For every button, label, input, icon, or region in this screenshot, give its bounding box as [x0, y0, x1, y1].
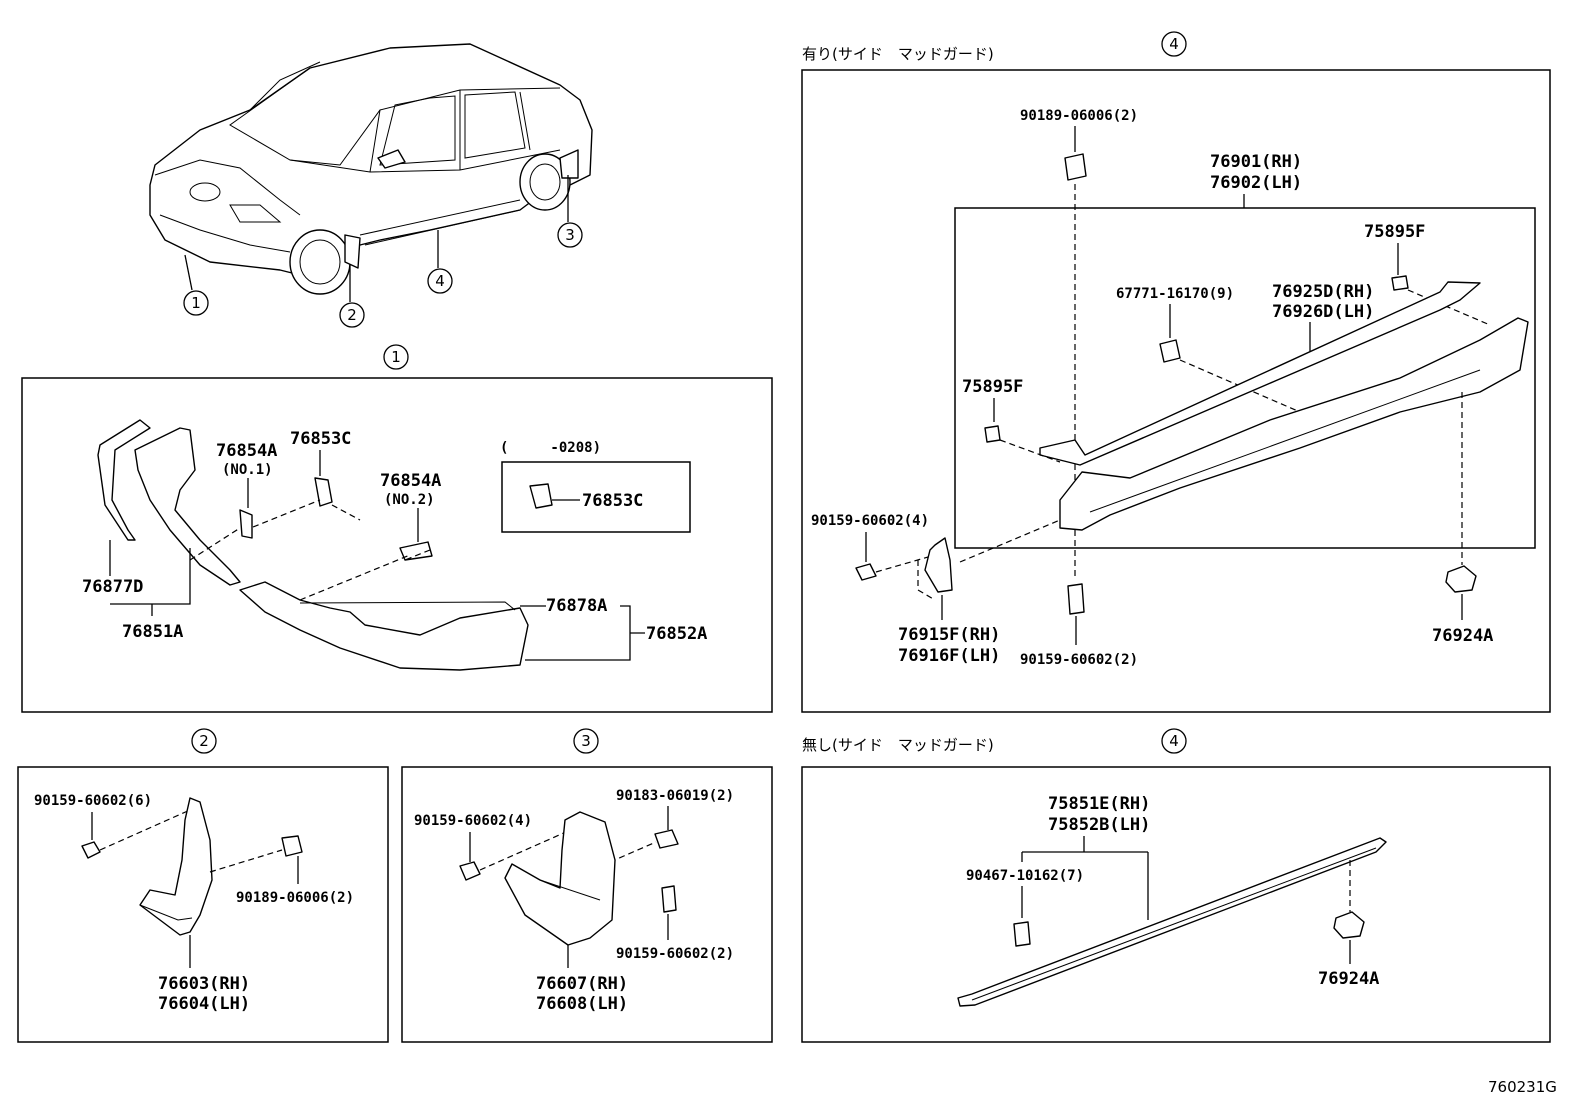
- section-4a-header: 4: [1161, 31, 1187, 57]
- section-4b-header: 4: [1161, 728, 1187, 754]
- label-76924A-4b: 76924A: [1318, 969, 1379, 989]
- part-76851A-illustration: [134, 427, 241, 586]
- label-76916FLH: 76916F(LH): [898, 646, 1000, 666]
- label-76853C: 76853C: [290, 429, 351, 449]
- inset-range-label: ( -0208): [500, 440, 601, 456]
- label-76608LH: 76608(LH): [536, 994, 628, 1014]
- label-76854A-no1: 76854A: [216, 441, 277, 461]
- car-callout-4: 4: [427, 268, 453, 294]
- label-76851A: 76851A: [122, 622, 183, 642]
- panel-4a-frame: [801, 69, 1551, 713]
- bolt2-icon-panel3: [661, 885, 677, 913]
- label-4a-bolt-left: 90159-60602(4): [811, 513, 929, 529]
- inner-frame-4a: [954, 207, 1536, 549]
- svg-text:1: 1: [191, 294, 201, 312]
- label-panel2-bolt: 90159-60602(6): [34, 793, 152, 809]
- mudflap-76603-illustration: [139, 797, 213, 936]
- mudflap-76607-illustration: [504, 811, 616, 946]
- label-76607RH: 76607(RH): [536, 974, 628, 994]
- car-callout-3: 3: [557, 222, 583, 248]
- label-panel3-bolt: 90159-60602(4): [414, 813, 532, 829]
- label-76854A-no2-note: (NO.2): [384, 492, 435, 508]
- panel-2-frame: [17, 766, 389, 1043]
- car-overview-illustration: [149, 43, 593, 302]
- label-76604LH: 76604(LH): [158, 994, 250, 1014]
- label-76902LH: 76902(LH): [1210, 173, 1302, 193]
- label-panel2-clip: 90189-06006(2): [236, 890, 354, 906]
- svg-text:2: 2: [347, 306, 357, 324]
- label-76852A: 76852A: [646, 624, 707, 644]
- nut-icon-4b: [1333, 911, 1365, 939]
- inset-frame: [501, 461, 691, 533]
- part-76852A-illustration: [239, 581, 529, 671]
- svg-text:4: 4: [1169, 35, 1179, 53]
- label-76915FRH: 76915F(RH): [898, 625, 1000, 645]
- svg-text:3: 3: [565, 226, 575, 244]
- svg-text:4: 4: [1169, 732, 1179, 750]
- section-3-header: 3: [573, 728, 599, 754]
- bolt-icon: [81, 841, 101, 859]
- svg-text:1: 1: [391, 348, 401, 366]
- section-4b-label: 無し(サイド マッドガード): [802, 736, 994, 754]
- svg-text:2: 2: [199, 732, 209, 750]
- label-75895F-top: 75895F: [1364, 222, 1425, 242]
- moulding-76925D-illustration: [1039, 281, 1481, 466]
- clip-icon-4a-mid: [1159, 339, 1181, 363]
- part-76877D-illustration: [97, 419, 151, 541]
- sill-strip-75851E-illustration: [957, 837, 1387, 1007]
- side-skirt-76901-illustration: [1059, 317, 1529, 531]
- label-76925DRH: 76925D(RH): [1272, 282, 1374, 302]
- label-76854A-no2: 76854A: [380, 471, 441, 491]
- label-76878A: 76878A: [546, 596, 607, 616]
- nut-icon-4a: [1445, 565, 1477, 593]
- label-75851ERH: 75851E(RH): [1048, 794, 1150, 814]
- svg-text:3: 3: [581, 732, 591, 750]
- label-75852BLH: 75852B(LH): [1048, 815, 1150, 835]
- label-panel3-nut: 90183-06019(2): [616, 788, 734, 804]
- label-4a-clip-mid: 67771-16170(9): [1116, 286, 1234, 302]
- label-76924A-4a: 76924A: [1432, 626, 1493, 646]
- svg-text:4: 4: [435, 272, 445, 290]
- clip-icon-4a: [1064, 153, 1087, 181]
- label-panel3-bolt2: 90159-60602(2): [616, 946, 734, 962]
- section-2-header: 2: [191, 728, 217, 754]
- label-4a-clip-top: 90189-06006(2): [1020, 108, 1138, 124]
- section-1-header: 1: [383, 344, 409, 370]
- label-76603RH: 76603(RH): [158, 974, 250, 994]
- bolt-icon-4a: [855, 563, 877, 581]
- bolt-icon-panel3: [459, 861, 481, 881]
- panel-4b-frame: [801, 766, 1551, 1043]
- label-76854A-no1-note: (NO.1): [222, 462, 273, 478]
- figure-id: 760231G: [1488, 1078, 1557, 1096]
- label-76926DLH: 76926D(LH): [1272, 302, 1374, 322]
- inset-label-76853C: 76853C: [582, 491, 643, 511]
- car-callout-1: 1: [183, 290, 209, 316]
- label-4b-clip: 90467-10162(7): [966, 868, 1084, 884]
- guard-76915F-illustration: [924, 537, 953, 593]
- inset-76853C-illustration: [529, 483, 553, 509]
- label-76877D: 76877D: [82, 577, 143, 597]
- panel-1-frame: [21, 377, 773, 713]
- nut-icon-panel3: [654, 829, 679, 849]
- car-callout-2: 2: [339, 302, 365, 328]
- section-4a-label: 有り(サイド マッドガード): [802, 45, 994, 63]
- bolt-icon-4a-bottom: [1067, 583, 1085, 615]
- clip-icon: [281, 835, 303, 857]
- clip-icon-4b: [1013, 921, 1031, 947]
- label-75895F-left: 75895F: [962, 377, 1023, 397]
- label-76901RH: 76901(RH): [1210, 152, 1302, 172]
- panel-3-frame: [401, 766, 773, 1043]
- label-4a-bolt-bottom: 90159-60602(2): [1020, 652, 1138, 668]
